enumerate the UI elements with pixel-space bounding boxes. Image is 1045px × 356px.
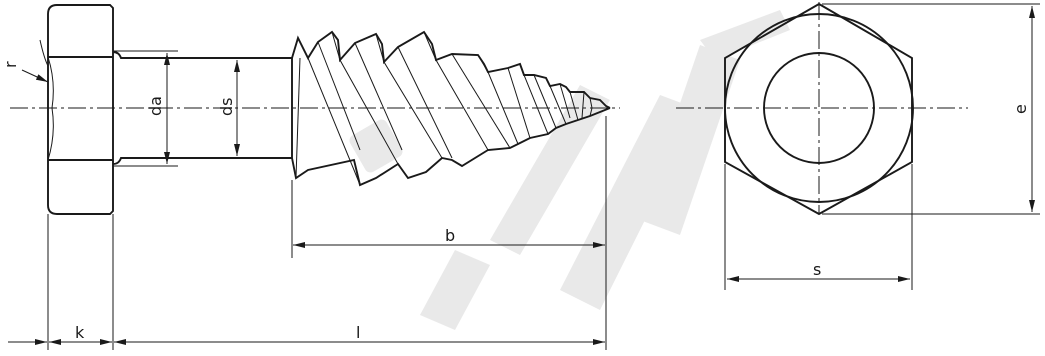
shank — [112, 51, 293, 165]
label-ds: ds — [217, 98, 236, 117]
bearing-face-circle — [763, 52, 875, 164]
label-r: r — [1, 61, 20, 68]
screw-head-end-view: e s — [676, 2, 1040, 290]
label-k: k — [75, 323, 85, 342]
label-s: s — [813, 260, 821, 279]
label-e: e — [1011, 104, 1030, 114]
dim-k: k — [8, 323, 112, 345]
head-chamfer-curves — [47, 56, 54, 161]
watermark — [349, 10, 790, 330]
dim-e: e — [822, 3, 1040, 215]
label-da: da — [146, 96, 165, 116]
label-l: l — [356, 323, 360, 342]
dim-l: l — [114, 323, 605, 345]
dim-ds: ds — [217, 60, 240, 156]
label-b: b — [445, 226, 455, 245]
hexagon-outline — [724, 2, 913, 216]
dim-s: s — [724, 164, 913, 290]
dim-b: b — [293, 226, 605, 248]
screw-head — [47, 4, 114, 215]
dim-da: da — [113, 50, 178, 167]
hexagon-chamfer-circle — [724, 13, 914, 203]
screw-side-view: r da ds b k — [1, 4, 620, 350]
thread — [291, 30, 611, 187]
dim-r: r — [1, 39, 49, 83]
